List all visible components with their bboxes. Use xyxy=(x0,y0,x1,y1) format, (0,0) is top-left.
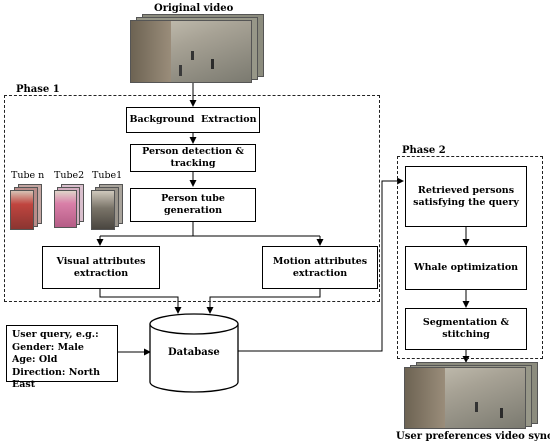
motion-attributes-box: Motion attributes extraction xyxy=(262,246,378,289)
motion-attributes-line2: extraction xyxy=(292,267,348,279)
person-tube-line1: Person tube xyxy=(161,193,225,204)
arrow-motion-to-database xyxy=(206,289,321,314)
output-scene-figure xyxy=(475,402,478,412)
segmentation-stitching-box: Segmentation & stitching xyxy=(405,308,527,350)
user-query-box: User query, e.g.: Gender: Male Age: Old … xyxy=(6,325,118,390)
street-scene-buildings xyxy=(131,21,171,82)
user-query-line1: User query, e.g.: xyxy=(12,329,99,340)
person-tube-line2: generation xyxy=(163,205,223,216)
output-scene-figure xyxy=(500,408,503,418)
output-frame-front xyxy=(404,367,526,429)
original-video-stack xyxy=(130,14,266,84)
video-frame-front xyxy=(130,20,252,83)
retrieved-persons-line2: satisfying the query xyxy=(413,196,519,208)
user-query-line2: Gender: Male xyxy=(12,341,84,353)
user-query-line3: Age: Old xyxy=(12,354,58,365)
person-tube-box: Person tube generation xyxy=(130,188,256,222)
tube-n-frame-front xyxy=(10,190,34,230)
tube-1-frame-front xyxy=(91,190,115,230)
tube-1-label: Tube1 xyxy=(92,170,123,181)
tube-1-thumbnail xyxy=(91,184,123,230)
retrieved-persons-box: Retrieved persons satisfying the query xyxy=(405,166,527,227)
segmentation-line2: stitching xyxy=(442,329,490,340)
database-label: Database xyxy=(168,347,220,358)
retrieved-persons-line1: Retrieved persons xyxy=(417,184,515,196)
visual-attributes-line2: extraction xyxy=(73,267,129,279)
background-extraction-box: Background Extraction xyxy=(126,107,260,133)
original-video-label: Original video xyxy=(154,3,234,14)
person-detection-line1: Person detection & xyxy=(142,146,244,157)
visual-attributes-box: Visual attributes extraction xyxy=(42,246,160,289)
phase1-region xyxy=(4,95,380,302)
whale-optimization-box: Whale optimization xyxy=(405,246,527,290)
arrow-visual-to-database xyxy=(99,289,182,314)
user-query-line4: Direction: North East xyxy=(12,366,101,391)
tube-2-label: Tube2 xyxy=(54,170,85,181)
output-video-label: User preferences video synopsis xyxy=(396,431,550,442)
street-scene-figure xyxy=(191,51,194,60)
phase2-label: Phase 2 xyxy=(400,145,448,156)
person-detection-line2: tracking xyxy=(170,158,216,169)
tube-2-frame-front xyxy=(54,190,77,228)
arrow-database-to-retrieved xyxy=(238,177,404,352)
tube-n-label: Tube n xyxy=(11,170,45,181)
street-scene-figure xyxy=(211,59,214,69)
background-extraction-text: Background Extraction xyxy=(129,114,257,125)
phase1-label: Phase 1 xyxy=(14,84,62,95)
visual-attributes-line1: Visual attributes xyxy=(56,255,146,267)
output-scene-buildings xyxy=(405,368,445,428)
tube-2-thumbnail xyxy=(54,184,84,228)
street-scene-figure xyxy=(179,65,182,76)
person-detection-box: Person detection & tracking xyxy=(130,144,256,172)
output-video-stack xyxy=(404,362,540,430)
motion-attributes-line1: Motion attributes xyxy=(272,255,368,267)
whale-optimization-text: Whale optimization xyxy=(413,262,519,273)
tube-n-thumbnail xyxy=(10,184,42,230)
phase2-region xyxy=(397,156,543,359)
segmentation-line1: Segmentation & xyxy=(422,317,510,328)
